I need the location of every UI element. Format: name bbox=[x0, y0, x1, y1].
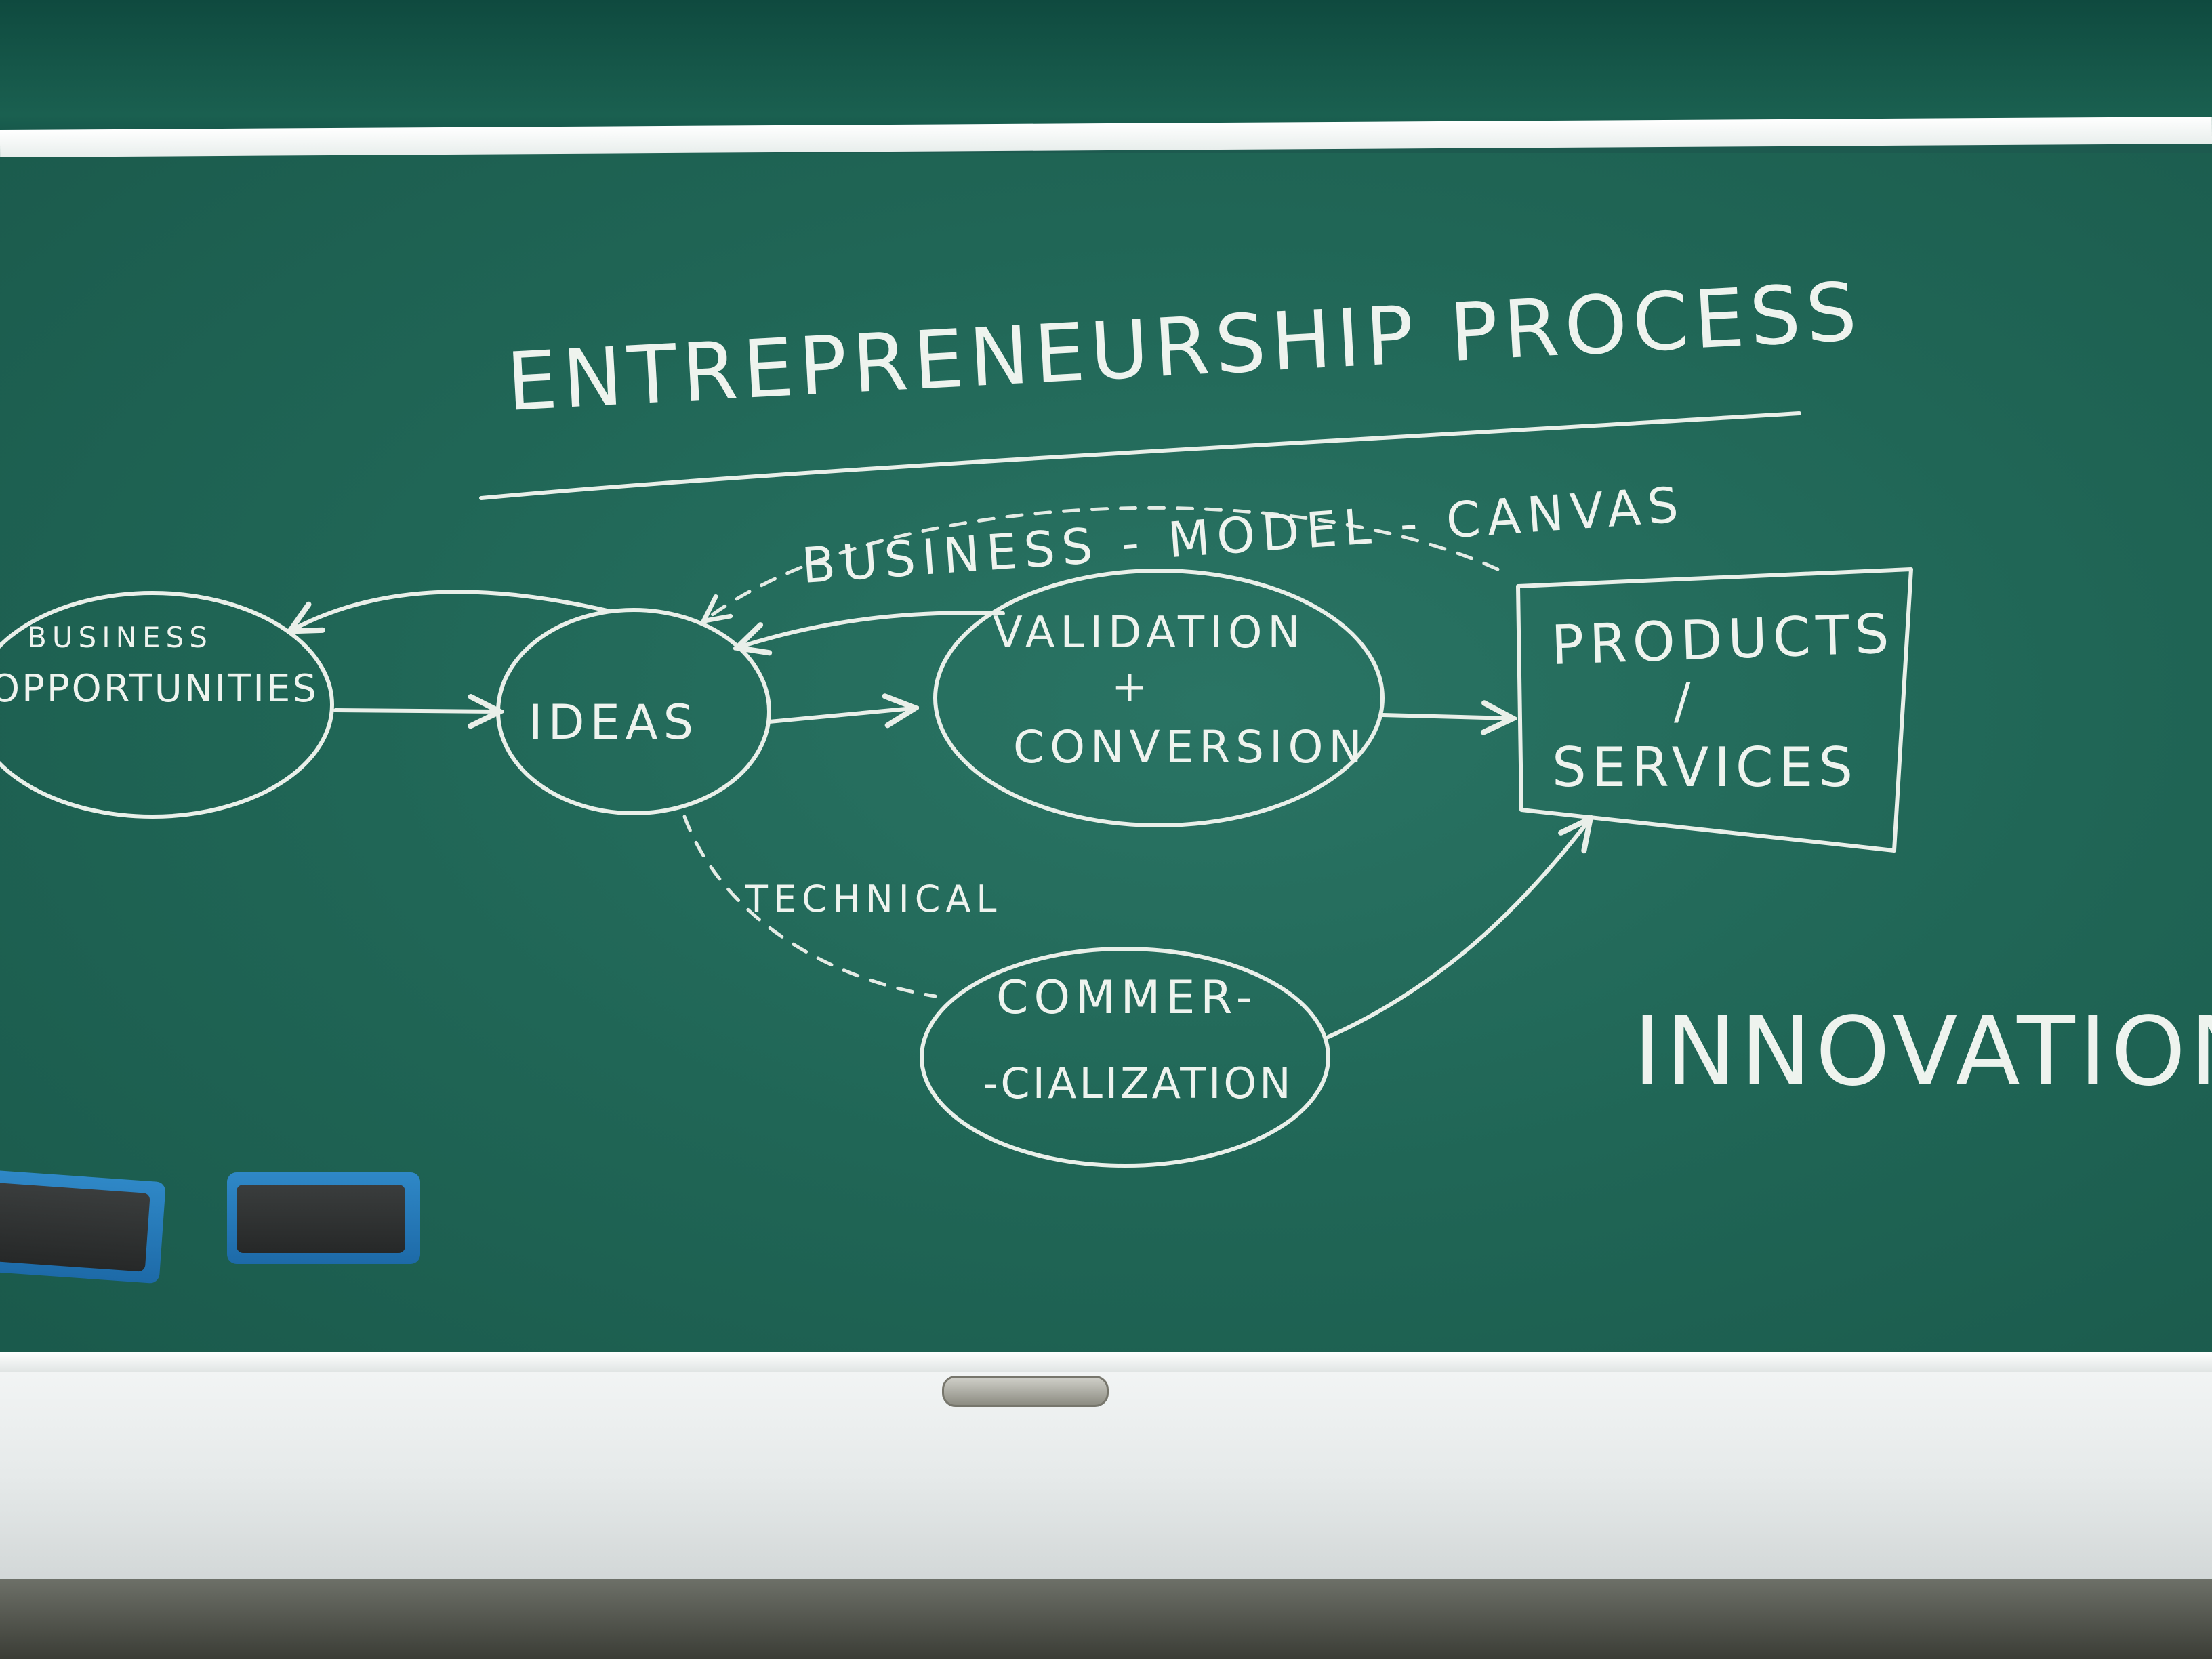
ideas-label: IDEAS bbox=[529, 695, 699, 750]
arrow-validation-to-ideas bbox=[739, 611, 1005, 647]
validation-line1: VALIDATION bbox=[993, 608, 1305, 658]
validation-plus: + bbox=[1111, 662, 1153, 712]
commercialization-line2: -CIALIZATION bbox=[983, 1059, 1294, 1108]
innovation-label: INNOVATION bbox=[1633, 997, 2212, 1107]
wall-top bbox=[0, 0, 2212, 136]
wall-bottom bbox=[0, 1579, 2212, 1659]
node-validation-conversion[interactable] bbox=[933, 569, 1385, 827]
services-line3: SERVICES bbox=[1552, 736, 1858, 799]
validation-line3: CONVERSION bbox=[1013, 721, 1368, 773]
arrow-opportunities-to-ideas bbox=[333, 710, 498, 712]
arrow-commercialization-to-products bbox=[1326, 820, 1589, 1039]
diagram-title: ENTREPRENEURSHIP PROCESS bbox=[504, 264, 1864, 429]
arrow-ideas-to-opportunities bbox=[291, 590, 612, 630]
node-products-services[interactable] bbox=[1516, 567, 1913, 853]
eraser-right bbox=[227, 1172, 420, 1264]
board-handle bbox=[942, 1376, 1109, 1407]
business-opportunities-line1: BUSINESS bbox=[27, 621, 213, 654]
node-commercialization[interactable] bbox=[920, 947, 1330, 1168]
dashed-technical bbox=[682, 815, 937, 998]
arrow-validation-to-products bbox=[1380, 715, 1511, 718]
arrow-ideas-to-validation bbox=[767, 708, 914, 722]
commercialization-line1: COMMER- bbox=[996, 971, 1258, 1025]
title-underline bbox=[479, 411, 1801, 500]
tray-edge bbox=[0, 1352, 2212, 1372]
edge-label-technical: TECHNICAL bbox=[745, 878, 1002, 920]
node-business-opportunities[interactable] bbox=[0, 591, 334, 819]
dashed-business-model-canvas bbox=[705, 506, 1500, 620]
products-line1: PRODUCTS bbox=[1550, 602, 1895, 677]
products-slash: / bbox=[1674, 673, 1696, 730]
business-opportunities-line2: OPPORTUNITIES bbox=[0, 667, 319, 711]
